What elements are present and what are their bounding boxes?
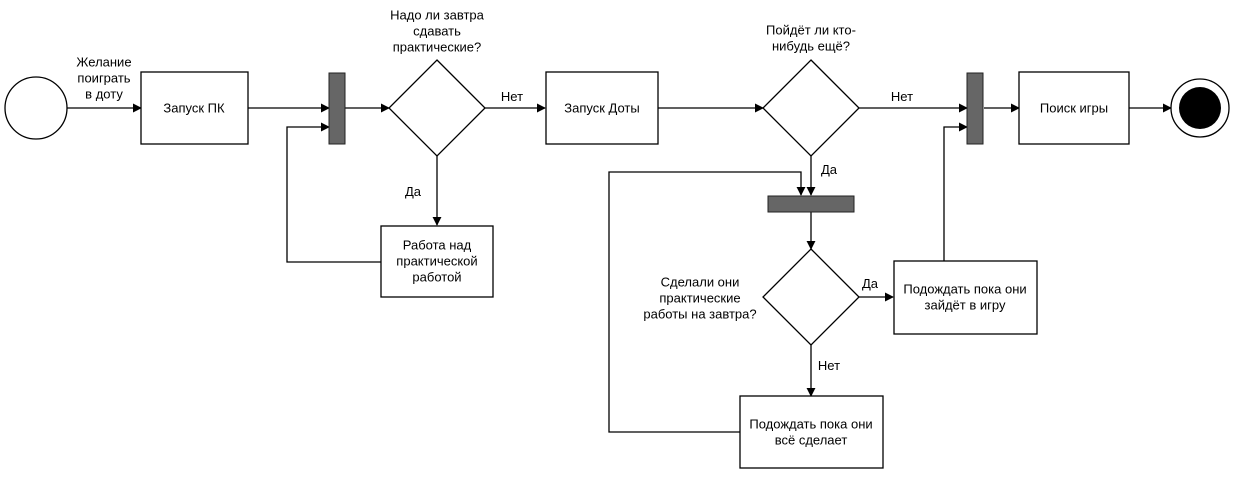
label-wait-done-line: Подождать пока они	[749, 417, 872, 432]
edge-practical-work-back-to-fork-1	[286, 122, 381, 263]
box-practical-work	[380, 225, 494, 298]
label-decision-anyone-else-line: нибудь ещё?	[772, 39, 850, 54]
label-decision-did-they-do-line: работы на завтра?	[643, 307, 756, 322]
box-launch-pc	[140, 71, 249, 145]
decision-submit-tomorrow	[388, 59, 486, 157]
edge-wait-join-to-fork-2	[943, 122, 968, 261]
label-decision-submit-tomorrow-line: сдавать	[413, 24, 461, 39]
box-wait-done	[739, 395, 884, 469]
label-practical-work-line: работой	[412, 270, 461, 285]
box-search-game	[1018, 71, 1130, 145]
start-label-line: в доту	[85, 87, 123, 102]
edge-label-yes-3: Да	[862, 276, 879, 291]
label-wait-done-line: всё сделает	[775, 433, 848, 448]
label-practical-work-line: Работа над	[403, 238, 472, 253]
edges	[67, 103, 1172, 433]
label-wait-join-line: зайдёт в игру	[925, 298, 1006, 313]
end-node	[1170, 78, 1230, 138]
box-launch-dota	[545, 71, 659, 145]
start-label-line: поиграть	[77, 71, 130, 86]
label-decision-anyone-else: Пойдёт ли кто-нибудь ещё?	[766, 23, 856, 54]
edge-label-yes-2: Да	[821, 162, 838, 177]
label-decision-submit-tomorrow-line: Надо ли завтра	[390, 8, 484, 23]
label-decision-anyone-else-line: Пойдёт ли кто-	[766, 23, 856, 38]
label-search-game-line: Поиск игры	[1040, 101, 1108, 116]
edge-label-no-1: Нет	[501, 89, 523, 104]
box-wait-join	[893, 260, 1038, 335]
label-decision-submit-tomorrow-line: практические?	[393, 40, 481, 55]
fork-bar-2	[966, 72, 984, 145]
edge-label-no-2: Нет	[891, 89, 913, 104]
label-launch-pc: Запуск ПК	[163, 101, 225, 116]
label-practical-work-line: практической	[396, 254, 477, 269]
start-node	[4, 76, 68, 140]
label-launch-dota-line: Запуск Доты	[564, 101, 639, 116]
label-wait-join-line: Подождать пока они	[903, 282, 1026, 297]
label-decision-did-they-do-line: практические	[659, 291, 740, 306]
label-launch-dota: Запуск Доты	[564, 101, 639, 116]
label-decision-did-they-do-line: Сделали они	[661, 275, 740, 290]
fork-bar-1	[328, 72, 346, 145]
decision-did-they-do	[762, 248, 860, 346]
label-launch-pc-line: Запуск ПК	[163, 101, 225, 116]
edge-wait-done-back-to-bar	[608, 171, 806, 433]
label-search-game: Поиск игры	[1040, 101, 1108, 116]
decision-anyone-else	[762, 59, 860, 157]
edge-label-yes-1: Да	[405, 184, 422, 199]
start-label-line: Желание	[76, 55, 131, 70]
edge-label-no-3: Нет	[818, 358, 840, 373]
join-bar-3	[767, 195, 855, 213]
